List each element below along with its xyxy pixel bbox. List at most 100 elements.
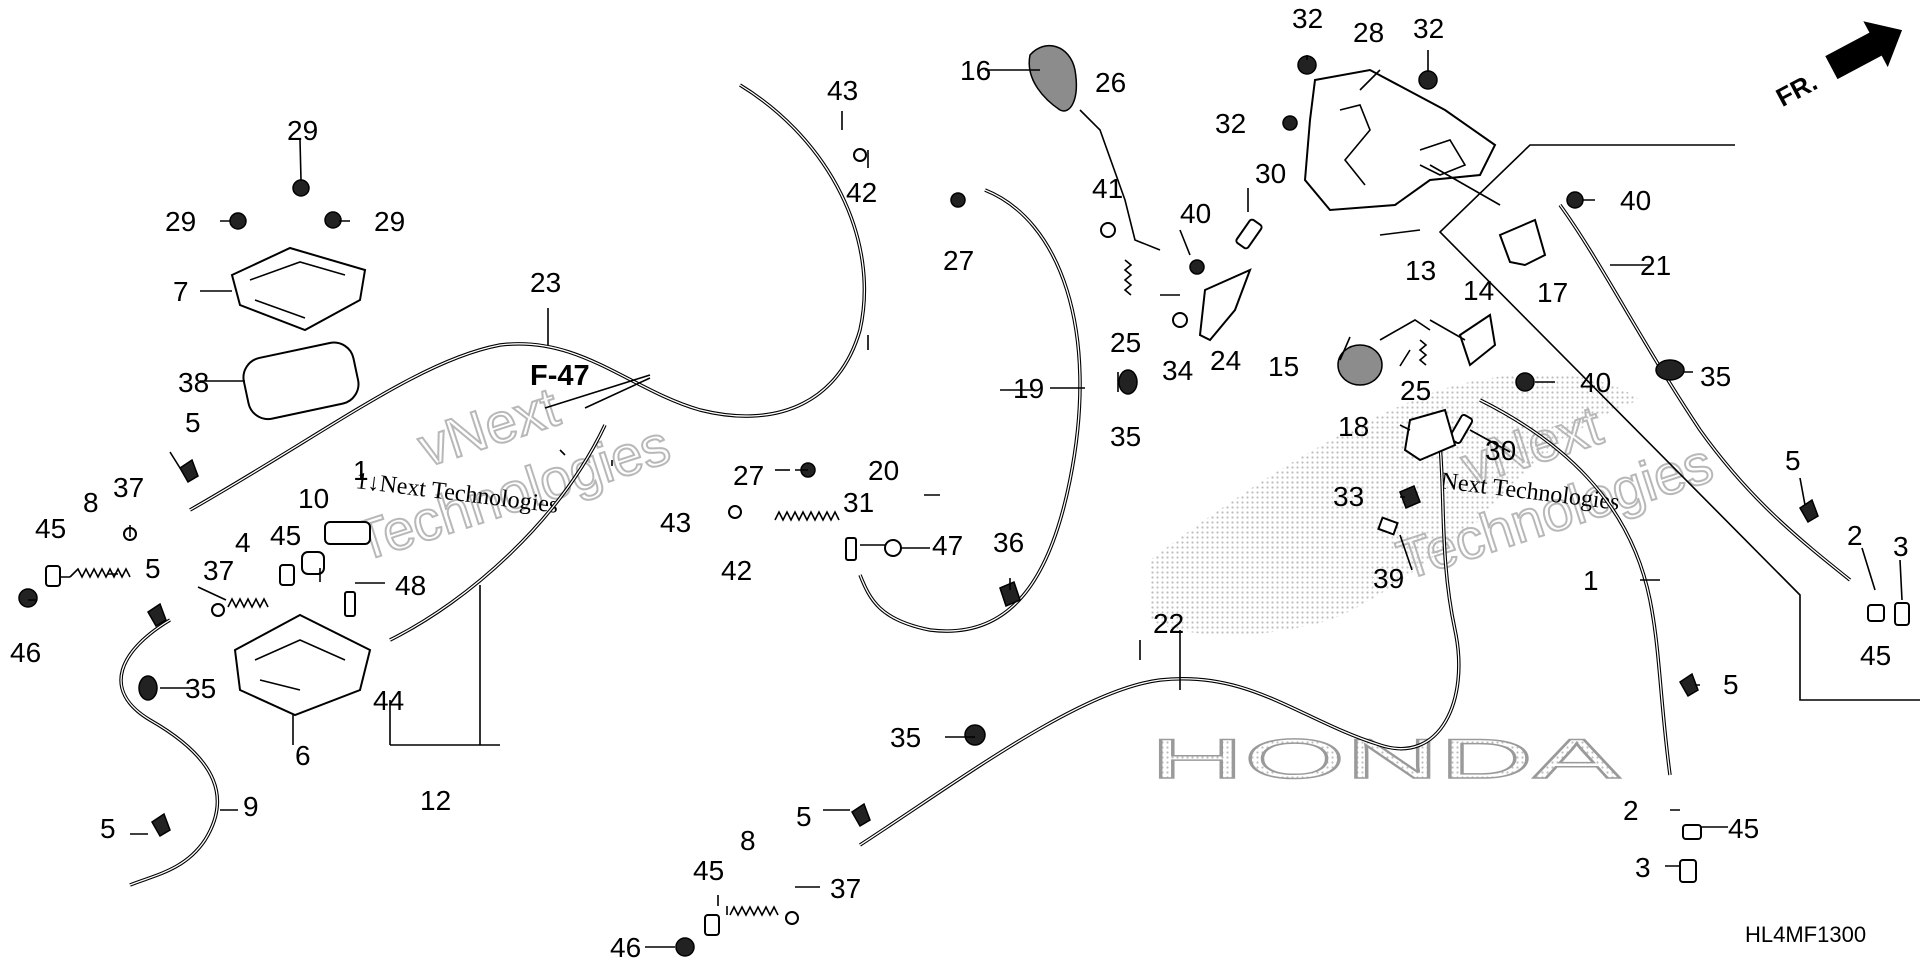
bolt-29b [229,212,247,230]
callout-17: 17 [1537,277,1568,308]
callout-32a: 32 [1292,3,1323,34]
nut-46a [18,588,38,608]
adjuster-3b [1679,859,1697,883]
callout-30b: 30 [1485,435,1516,466]
parts [18,45,1910,957]
front-direction-arrow: FR. [1771,21,1903,113]
gasket-38 [242,341,360,421]
callout-24: 24 [1210,345,1241,376]
callout-37c: 37 [830,873,861,904]
washer-42a [853,148,867,162]
clip-5b [147,602,167,628]
callout-25a: 25 [1110,327,1141,358]
spring-4 [227,597,269,609]
bolt-30a [1235,218,1263,250]
clip-35b [1118,369,1138,395]
collar-45b [279,564,295,586]
callout-5a: 5 [185,407,201,438]
callout-13: 13 [1405,255,1436,286]
callout-37b: 37 [203,555,234,586]
spring-25a [1123,259,1133,296]
reference-arrow [544,374,651,409]
plate-28 [1303,68,1497,212]
callout-1a: 1 [353,455,369,486]
callout-numbers: 1 1 2 2 3 3 4 5 5 5 5 5 5 6 7 8 8 9 10 1… [10,3,1909,960]
callout-32c: 32 [1215,108,1246,139]
guide-17 [1498,218,1547,267]
cables [119,83,1852,887]
lever-26 [1079,109,1161,251]
callout-40b: 40 [1580,367,1611,398]
callout-44: 44 [373,685,404,716]
callout-26: 26 [1095,67,1126,98]
callout-35a: 35 [185,673,216,704]
callout-25b: 25 [1400,375,1431,406]
callout-35c: 35 [890,722,921,753]
callout-5e: 5 [1785,445,1801,476]
knob-16 [1028,45,1077,112]
callout-45c: 45 [693,855,724,886]
callout-3b: 3 [1635,852,1651,883]
nut-40a [1566,191,1584,209]
callout-45a: 45 [35,513,66,544]
collar-45a [45,565,61,587]
callout-2a: 2 [1847,520,1863,551]
callout-22: 22 [1153,608,1184,639]
nut-40b [1515,372,1535,392]
clip-33 [1399,485,1421,509]
callout-45d: 45 [1860,640,1891,671]
reference-label: F-47 [530,360,590,392]
callout-3a: 3 [1893,531,1909,562]
cap-10 [301,551,325,575]
bolt-31 [845,537,857,561]
collar-45d [1867,604,1885,622]
cover-7 [230,246,367,332]
callout-33: 33 [1333,481,1364,512]
spring-8 [69,567,131,579]
callout-20: 20 [868,455,899,486]
detail-frame [1438,144,1920,701]
bracket-24 [1198,268,1252,342]
callout-45b: 45 [270,520,301,551]
callout-45e: 45 [1728,813,1759,844]
rod-13 [1379,319,1431,341]
plate-28-slot [1339,104,1467,186]
callout-9: 9 [243,791,259,822]
callout-2b: 2 [1623,795,1639,826]
callout-6: 6 [295,740,311,771]
washer-34 [1172,312,1188,328]
callout-48: 48 [395,570,426,601]
clip-35c [964,724,986,746]
callout-10: 10 [298,483,329,514]
callout-28: 28 [1353,17,1384,48]
callout-46a: 46 [10,637,41,668]
spring-25b [1418,339,1428,366]
clip-5c [151,812,171,838]
callout-27a: 27 [943,245,974,276]
front-label: FR. [1771,66,1822,112]
bolt-32b [1418,70,1438,90]
washer-37c [785,911,799,925]
callout-34: 34 [1162,355,1193,386]
washer-37b [211,603,225,617]
callout-47: 47 [932,530,963,561]
vnext-watermark-left: vNext Technologies [346,374,678,575]
adjuster-3a [1894,602,1910,626]
callout-30a: 30 [1255,158,1286,189]
leader-lines [28,50,1903,948]
callout-40a: 40 [1620,185,1651,216]
callout-19: 19 [1013,373,1044,404]
callout-42a: 42 [846,177,877,208]
callout-31: 31 [843,487,874,518]
callout-37a: 37 [113,472,144,503]
callout-35d: 35 [1700,361,1731,392]
diagram-code: HL4MF1300 [1745,922,1866,947]
washer-42b [728,505,742,519]
clip-5f [1679,672,1699,698]
bolt-47 [884,539,902,557]
callout-4: 4 [235,527,251,558]
callout-5f: 5 [1723,669,1739,700]
callout-18: 18 [1338,411,1369,442]
callout-32b: 32 [1413,13,1444,44]
